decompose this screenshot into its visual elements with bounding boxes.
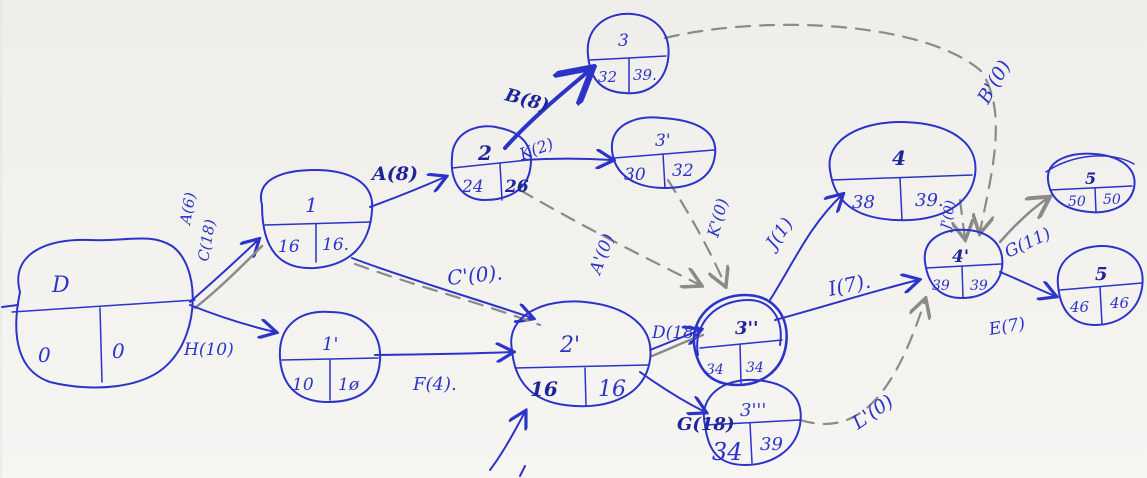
node-3ppp [702,378,802,466]
node-1p-ls: 1ø [338,375,360,395]
edge-l-dummy [798,300,925,425]
node-5b [1056,244,1144,326]
node-d-es: 0 [38,343,51,367]
edge-e [999,271,1055,296]
activity-j: J(1) [760,214,798,256]
node-5b-es: 46 [1069,298,1090,316]
activity-l-dummy: L'(0) [847,390,897,434]
node-4-es: 38 [852,192,875,213]
node-1 [259,169,374,270]
node-3-es: 32 [598,68,617,86]
node-5a-ls: 50 [1103,192,1121,208]
node-1p-es: 10 [292,375,314,395]
edge-a-dummy [518,188,700,285]
edge-i [774,280,918,321]
edge-incoming [1,304,19,308]
activity-j-dummy: J'(0) [938,199,959,234]
activity-b: B(8) [502,84,552,116]
node-1-es: 16 [278,237,300,257]
node-1p [278,310,382,403]
node-2p-es: 16 [530,377,558,401]
activity-a-top: A(6) [176,191,200,228]
node-3ppp-ls: 39 [760,434,783,455]
edge-g-low [639,371,705,412]
node-d [11,237,196,389]
activity-g: G(11) [1002,224,1054,263]
node-5b-ls: 46 [1109,294,1130,312]
node-3p-es: 30 [624,165,646,185]
activity-c-top: C(18) [194,218,219,263]
edge-j-dummy [960,198,965,238]
node-3pp [692,293,788,387]
edge-d-pencil [650,333,705,358]
node-5a-es: 50 [1068,194,1086,210]
node-3pp-label: 3'' [735,318,759,339]
node-3p-ls: 32 [672,161,694,181]
node-4p [923,228,1004,299]
edge-f [374,352,512,355]
node-3pp-es: 34 [706,362,724,378]
node-3p [610,116,717,189]
node-4 [828,121,977,222]
node-3ppp-label: 3''' [740,400,766,421]
edge-h [189,304,275,332]
node-2-label: 2 [477,141,492,165]
activity-g-low: G(18) [677,414,734,435]
node-d-label: D [51,273,70,298]
edge-c-dummy-pencil [353,262,542,327]
node-3ppp-es: 34 [712,438,743,466]
node-2-es: 24 [461,177,484,197]
activity-h: H(10) [183,340,234,360]
node-4p-es: 39 [932,278,950,294]
node-3pp-ls: 34 [746,360,764,376]
edge-g [998,198,1048,244]
node-1p-label: 1' [322,334,338,355]
node-2-ls: 26 [504,177,529,197]
node-1-ls: 16. [322,235,349,255]
edge-a [369,177,445,208]
edge-stub-bottom [519,465,526,477]
activity-d: D(18) [651,323,701,343]
edge-d [649,330,700,351]
node-5a [1045,152,1136,214]
node-3p-label: 3' [655,131,671,151]
node-2p [510,300,652,408]
node-4-ls: 39. [915,190,944,211]
activity-a: A(8) [370,163,418,185]
edge-c-pencil [193,244,264,310]
node-4p-ls: 39 [970,278,988,294]
node-1-label: 1 [305,193,318,217]
node-5a-label: 5 [1085,169,1096,188]
node-2 [450,125,532,201]
edge-incoming-bottom [489,412,525,471]
edge-c [189,240,258,303]
node-d-ls: 0 [112,339,125,363]
activity-c-dummy: C'(0). [446,260,504,290]
activity-f: F(4). [412,374,457,395]
node-4p-label: 4' [952,247,969,267]
edge-b [503,70,590,150]
node-3-label: 3 [618,31,629,51]
activity-k-dummy: K'(0) [703,196,732,240]
activity-a-dummy: A'(0) [585,231,619,278]
node-4-label: 4 [892,146,906,170]
edge-k-dummy [666,178,725,285]
node-2p-ls: 16 [598,377,626,402]
node-5b-label: 5 [1095,264,1108,285]
edge-j [769,195,842,301]
edge-c-dummy [351,257,532,318]
node-3 [586,12,670,95]
edges [1,23,1055,477]
activity-e: E(7) [986,314,1026,340]
node-3-ls: 39. [633,66,657,84]
activity-i: I(7). [825,269,873,302]
node-2p-label: 2' [559,333,580,358]
activity-b-dummy: B'(0) [973,57,1016,109]
